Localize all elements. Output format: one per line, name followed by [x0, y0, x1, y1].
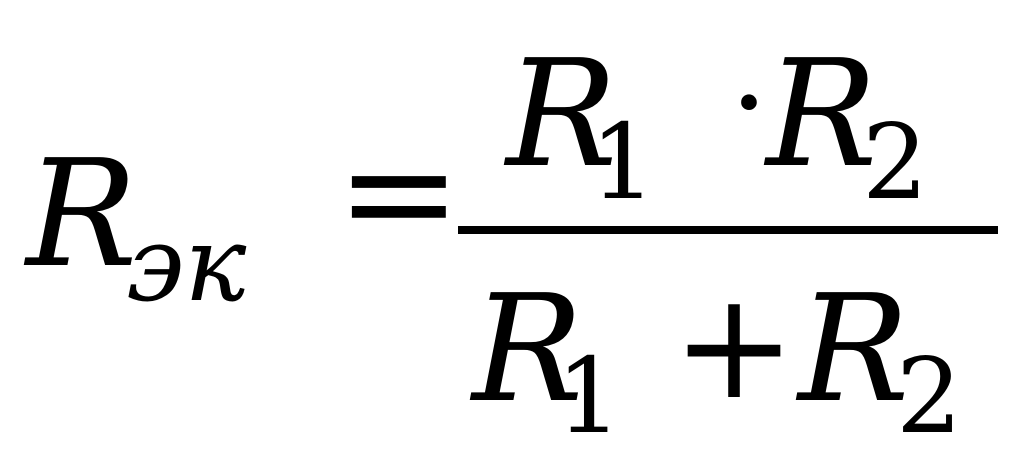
denominator-term1-symbol: R	[472, 263, 584, 435]
numerator-term2-subscript: 2	[862, 101, 929, 223]
equals-sign: =	[336, 106, 462, 280]
denominator-term2-subscript: 2	[896, 335, 963, 457]
addition-operator: +	[672, 260, 797, 432]
numerator-term1-subscript: 1	[590, 101, 657, 223]
numerator-term1-symbol: R	[506, 28, 618, 200]
numerator-term2-symbol: R	[766, 28, 878, 200]
fraction-bar	[458, 226, 998, 234]
denominator-term2-symbol: R	[798, 263, 910, 435]
lhs-subscript: эк	[126, 203, 247, 325]
denominator-term1-subscript: 1	[556, 335, 623, 457]
lhs-symbol: R	[26, 128, 138, 300]
multiplication-operator: ·	[730, 34, 769, 173]
